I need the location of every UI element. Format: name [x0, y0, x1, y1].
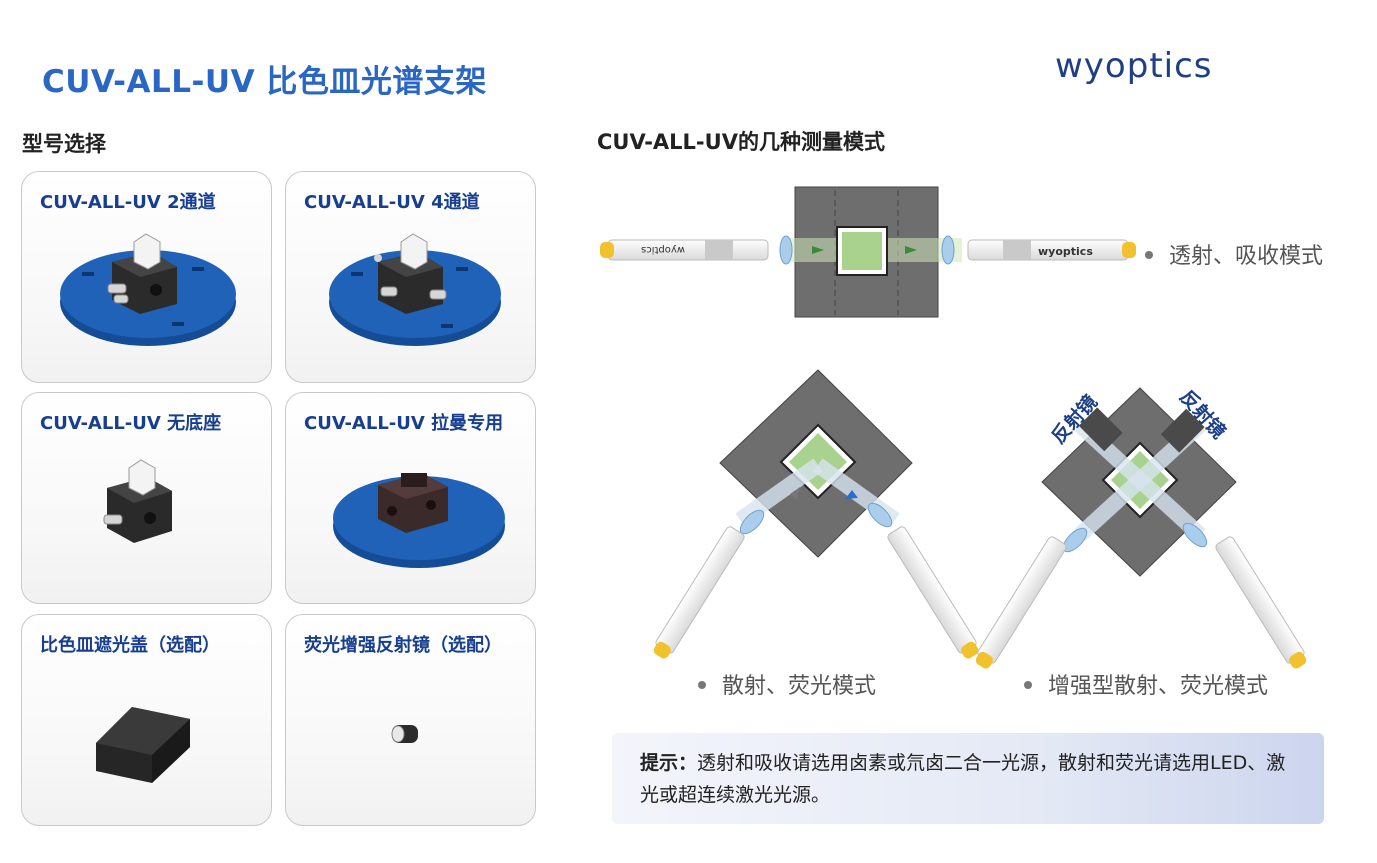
product-card-2-channel[interactable]: CUV-ALL-UV 2通道 [21, 171, 272, 383]
page-title: CUV-ALL-UV 比色皿光谱支架 [42, 64, 487, 100]
card-label: CUV-ALL-UV 4通道 [304, 192, 480, 213]
mode-enhanced-label: 增强型散射、荧光模式 [1024, 668, 1268, 700]
holder-4-channel-image [329, 233, 501, 346]
mirror-label-right: 反射镜 [1175, 385, 1230, 444]
fiber-brand-text: wyoptics [1038, 245, 1093, 258]
bullet-icon [698, 681, 706, 689]
model-selection-heading: 型号选择 [22, 132, 106, 156]
card-label: CUV-ALL-UV 拉曼专用 [304, 413, 504, 434]
mode-scattering-label: 散射、荧光模式 [698, 668, 876, 700]
mode-transmission-label: 透射、吸收模式 [1145, 238, 1323, 270]
mirror-label-left: 反射镜 [1047, 390, 1102, 449]
bullet-icon [1145, 251, 1153, 259]
mode-label-text: 散射、荧光模式 [722, 674, 877, 699]
card-label: CUV-ALL-UV 2通道 [40, 192, 216, 213]
card-label: CUV-ALL-UV 无底座 [40, 413, 222, 434]
card-label: 比色皿遮光盖（选配） [40, 635, 220, 656]
mode-label-text: 透射、吸收模式 [1169, 244, 1324, 269]
brand-logo: wyoptics [1055, 46, 1213, 86]
holder-no-base-image [103, 459, 172, 543]
card-label: 荧光增强反射镜（选配） [304, 635, 502, 656]
product-card-4-channel[interactable]: CUV-ALL-UV 4通道 [285, 171, 536, 383]
cuvette-cover-image [96, 707, 190, 783]
product-card-cuvette-cover[interactable]: 比色皿遮光盖（选配） [21, 614, 272, 826]
mode-label-text: 增强型散射、荧光模式 [1048, 674, 1269, 699]
scattering-diagram [653, 369, 979, 659]
holder-raman-image [333, 473, 505, 568]
tip-box: 提示：透射和吸收请选用卤素或氘卤二合一光源，散射和荧光请选用LED、激光或超连续… [612, 733, 1324, 824]
measurement-modes-heading: CUV-ALL-UV的几种测量模式 [597, 130, 885, 154]
enhanced-scattering-diagram [975, 387, 1307, 669]
transmission-diagram: wyoptics wyoptics [600, 186, 1136, 318]
product-card-raman[interactable]: CUV-ALL-UV 拉曼专用 [285, 392, 536, 604]
fiber-brand-text: wyoptics [641, 244, 685, 255]
bullet-icon [1024, 681, 1032, 689]
tip-text: 透射和吸收请选用卤素或氘卤二合一光源，散射和荧光请选用LED、激光或超连续激光光… [640, 752, 1286, 806]
product-card-no-base[interactable]: CUV-ALL-UV 无底座 [21, 392, 272, 604]
tip-prefix: 提示： [640, 752, 698, 774]
product-card-fluorescence-mirror[interactable]: 荧光增强反射镜（选配） [285, 614, 536, 826]
holder-2-channel-image [60, 233, 236, 346]
fluorescence-mirror-image [391, 725, 418, 743]
